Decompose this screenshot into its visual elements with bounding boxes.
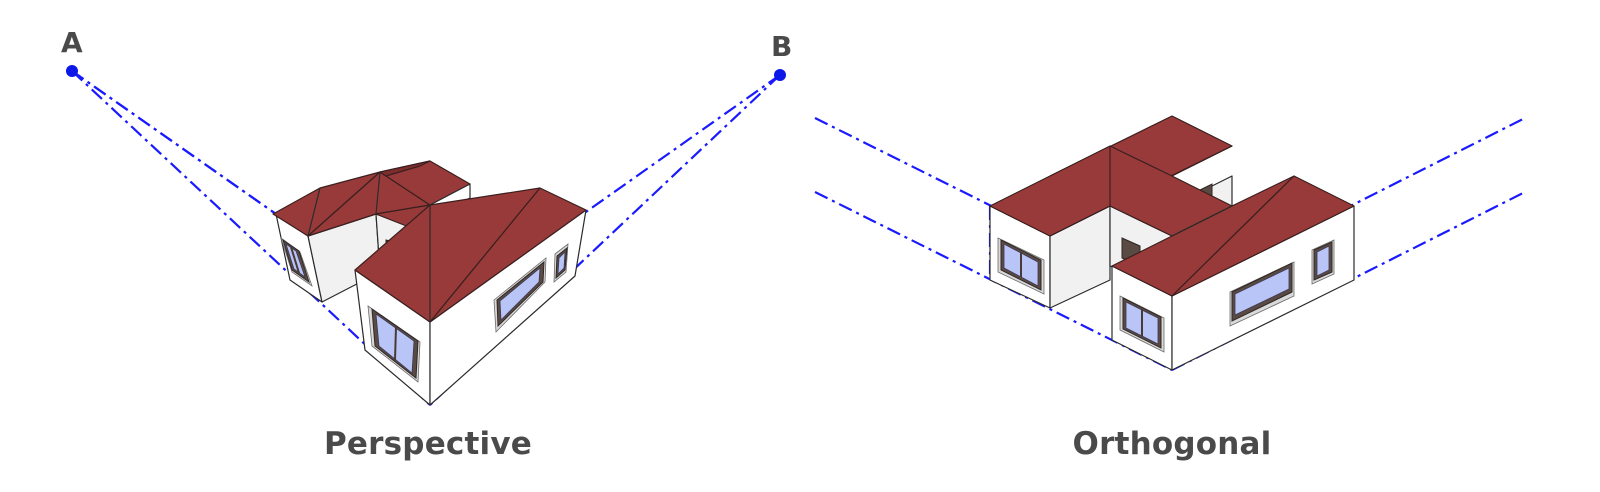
- front-wing-small-window: [553, 243, 569, 283]
- perspective-front-wing: [354, 187, 587, 406]
- rear-wing-roof-ridge: [379, 160, 431, 177]
- vanishing-point-label-a: A: [61, 26, 83, 59]
- front-wing-right-window: [493, 257, 547, 333]
- orthogonal-front-wing: [1111, 175, 1355, 371]
- orthogonal-caption: Orthogonal: [1072, 426, 1272, 462]
- front-wing-left-window: [1119, 295, 1165, 353]
- rear-wing-hip-line-2: [375, 171, 381, 215]
- vanishing-point-a: [66, 65, 78, 77]
- vanishing-point-label-b: B: [771, 30, 793, 63]
- front-wing-valley-line: [1171, 205, 1233, 237]
- perspective-caption: Perspective: [324, 426, 532, 462]
- orthogonal-view: [814, 115, 1526, 371]
- front-wing-left-window: [367, 305, 421, 383]
- rear-wing-window: [280, 236, 313, 288]
- rear-wing-hip-line: [307, 187, 321, 237]
- front-wing-roof-right: [1171, 175, 1355, 297]
- front-wing-small-window: [1311, 239, 1335, 285]
- left-wing-window: [997, 237, 1045, 295]
- vanishing-point-b: [774, 69, 786, 81]
- front-wing-wide-window: [1229, 261, 1295, 327]
- front-wing-roof-right: [429, 187, 587, 323]
- perspective-view: [66, 65, 786, 406]
